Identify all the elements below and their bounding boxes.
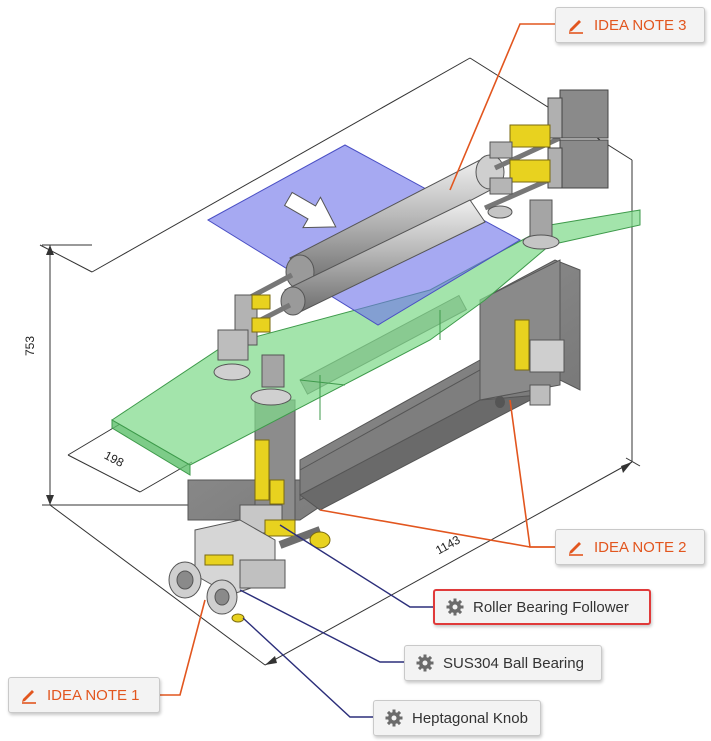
dimension-height-label: 753 <box>23 335 37 356</box>
gear-icon <box>445 597 465 617</box>
sus304-ball-bearing-button[interactable]: SUS304 Ball Bearing <box>404 645 602 681</box>
roller-bearing-follower-button[interactable]: Roller Bearing Follower <box>433 589 651 625</box>
gear-icon <box>415 653 435 673</box>
pencil-icon <box>19 685 39 705</box>
part-leaders <box>239 524 433 718</box>
pencil-icon <box>566 15 586 35</box>
idea-note-2-button[interactable]: IDEA NOTE 2 <box>555 529 705 565</box>
roller-bearing-follower-label: Roller Bearing Follower <box>473 598 629 616</box>
idea-note-3-label: IDEA NOTE 3 <box>594 16 687 34</box>
heptagonal-knob-label: Heptagonal Knob <box>412 709 528 727</box>
follower-assembly <box>239 319 565 549</box>
idea-leaders <box>160 23 555 696</box>
idea-note-3-button[interactable]: IDEA NOTE 3 <box>555 7 705 43</box>
left-bracket <box>213 294 292 406</box>
gear-icon <box>384 708 404 728</box>
lower-block <box>168 519 286 623</box>
heptagonal-knob-button[interactable]: Heptagonal Knob <box>373 700 541 736</box>
sus304-ball-bearing-label: SUS304 Ball Bearing <box>443 654 584 672</box>
idea-note-1-button[interactable]: IDEA NOTE 1 <box>8 677 160 713</box>
idea-note-1-label: IDEA NOTE 1 <box>47 686 140 704</box>
dimension-arrows <box>46 245 632 665</box>
idea-note-2-label: IDEA NOTE 2 <box>594 538 687 556</box>
motor-assembly <box>487 89 609 250</box>
pencil-icon <box>566 537 586 557</box>
